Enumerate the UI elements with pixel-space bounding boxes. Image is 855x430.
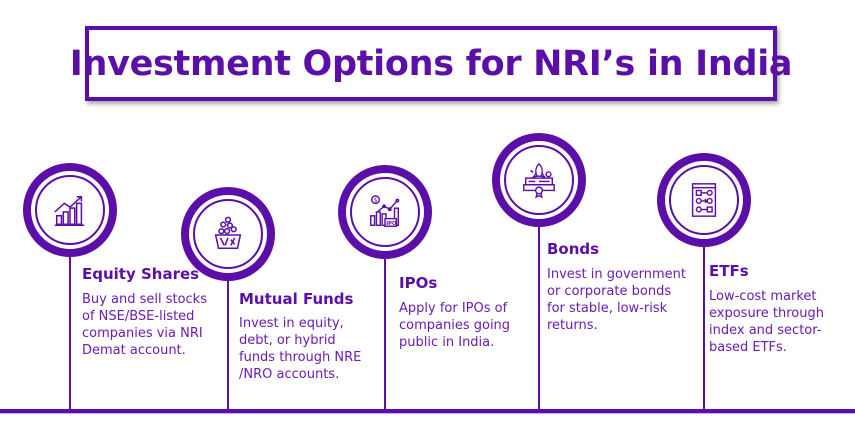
ipos-title: IPOs: [399, 274, 438, 292]
flowchart-document-icon: [691, 183, 717, 217]
ipos-badge: $ IPO: [338, 165, 432, 259]
bar-chart-growth-icon: [54, 195, 85, 226]
equity-shares-desc: Buy and sell stocks of NSE/BSE-listed co…: [82, 292, 207, 358]
bonds-desc: Invest in government or corporate bonds …: [547, 267, 687, 333]
stem-bonds: [538, 212, 540, 410]
etfs-desc: Low-cost market exposure through index a…: [709, 289, 824, 355]
ipo-chart-icon: $ IPO: [370, 195, 400, 227]
timeline-baseline: [0, 409, 855, 414]
title-banner: Investment Options for NRI’s in India: [70, 26, 793, 101]
mutual-funds-badge: [181, 187, 275, 281]
ipos-desc: Apply for IPOs of companies going public…: [399, 301, 511, 350]
rocket-certificate-icon: [523, 162, 555, 199]
stem-equity: [69, 250, 71, 410]
bonds-title: Bonds: [547, 240, 600, 258]
stem-ipos: [384, 252, 386, 410]
mutual-funds-desc: Invest in equity, debt, or hybrid funds …: [239, 316, 362, 382]
etfs-title: ETFs: [709, 262, 749, 280]
stem-etfs: [703, 240, 705, 410]
bonds-badge: [492, 133, 586, 227]
etfs-badge: [657, 153, 751, 247]
svg-text:$: $: [374, 198, 378, 204]
svg-text:IPO: IPO: [386, 221, 397, 227]
coin-basket-icon: [214, 216, 242, 250]
equity-shares-title: Equity Shares: [82, 265, 200, 283]
page-title: Investment Options for NRI’s in India: [69, 43, 793, 84]
mutual-funds-title: Mutual Funds: [239, 290, 354, 308]
stem-mutual-funds: [227, 274, 229, 410]
equity-shares-badge: [23, 163, 117, 257]
